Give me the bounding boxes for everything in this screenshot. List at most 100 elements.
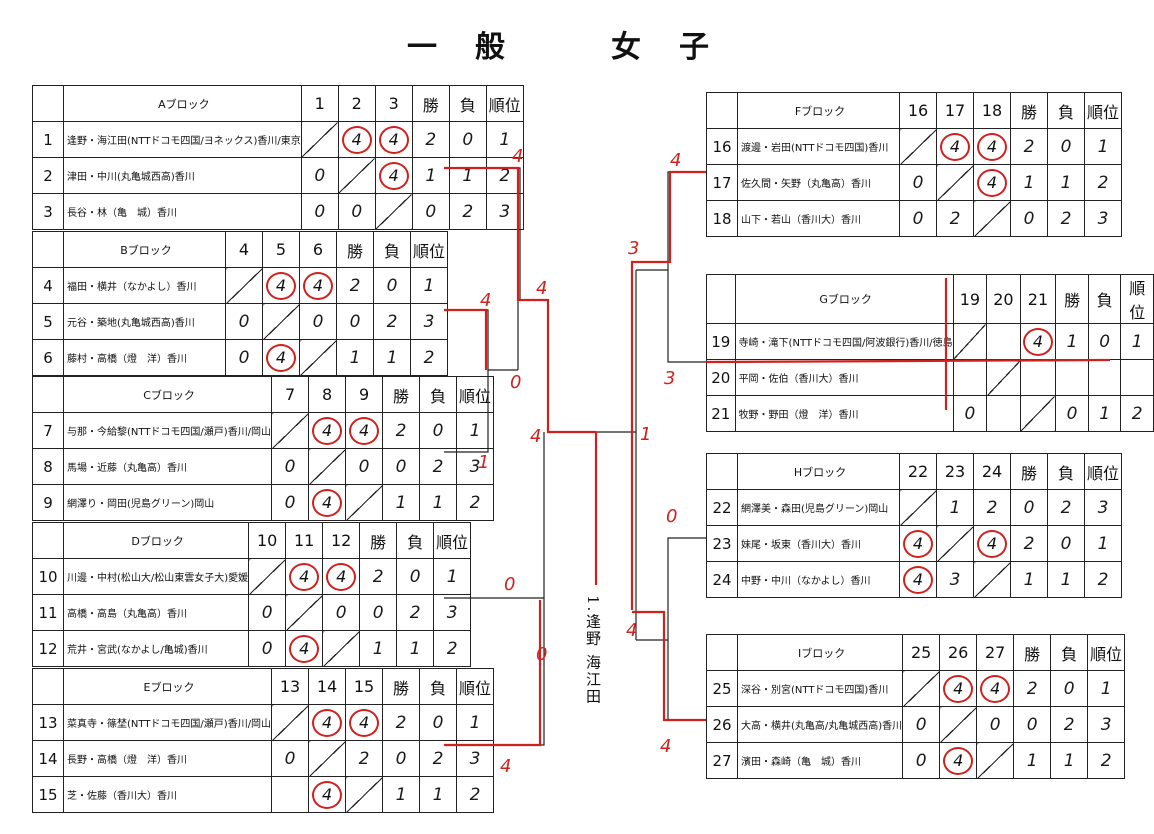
score-value: 0: [964, 403, 976, 424]
win-header: 勝: [336, 231, 374, 268]
loss-value: 1: [1063, 750, 1075, 771]
pair-name: 佐久間・矢野（丸亀高）香川: [737, 164, 900, 201]
win-value: 1: [1066, 331, 1078, 352]
win-value: 2: [1023, 136, 1035, 157]
rank-cell: 3: [1084, 200, 1122, 237]
rank-cell: 2: [456, 484, 495, 521]
result-cell: [300, 121, 339, 158]
loss-cell: 2: [396, 594, 435, 631]
circled-win-score: 4: [349, 708, 380, 737]
score-value: 0: [358, 456, 370, 477]
win-value: 0: [1066, 403, 1078, 424]
score-value: 0: [915, 714, 927, 735]
loss-value: 2: [432, 456, 444, 477]
bracket-score: 0: [504, 574, 516, 595]
win-value: 1: [1026, 750, 1038, 771]
result-cell: [262, 303, 300, 340]
rank-value: 2: [469, 784, 481, 805]
win-value: 0: [1023, 208, 1035, 229]
score-value: 0: [335, 602, 347, 623]
block-name: Eブロック: [62, 668, 273, 705]
loss-cell: 1: [373, 339, 411, 376]
bracket-lines-red: [444, 166, 1111, 747]
rank-value: 3: [469, 456, 481, 477]
column-number: 11: [285, 522, 324, 559]
win-value: 2: [349, 275, 361, 296]
loss-value: 1: [1099, 403, 1111, 424]
bracket-score: 3: [664, 368, 676, 389]
rank-header: 順位: [1087, 634, 1126, 671]
win-value: 0: [349, 311, 361, 332]
win-value: 2: [425, 129, 437, 150]
loss-value: 1: [1060, 569, 1072, 590]
player-number: 6: [32, 339, 64, 376]
rank-header: 順位: [1084, 92, 1122, 129]
score-value: 0: [261, 602, 273, 623]
circled-win-score: 4: [289, 562, 320, 591]
rank-cell: 3: [410, 303, 448, 340]
loss-header: 負: [448, 85, 487, 122]
win-cell: 0: [336, 303, 374, 340]
rank-cell: 1: [433, 558, 472, 595]
result-cell: 0: [899, 200, 937, 237]
win-cell: 1: [1013, 742, 1052, 779]
rank-value: 3: [499, 201, 511, 222]
result-cell: [936, 164, 974, 201]
circled-win-score: 4: [378, 125, 409, 154]
loss-value: 1: [432, 492, 444, 513]
loss-value: 0: [462, 129, 474, 150]
circled-win-score: 4: [312, 488, 343, 517]
circled-win-score: 4: [266, 343, 296, 372]
result-cell: 4: [374, 157, 413, 194]
pair-name: 高橋・高島（丸亀高）香川: [62, 594, 250, 631]
result-cell: [308, 448, 347, 485]
circled-win-score: 4: [977, 529, 1007, 558]
loss-cell: 0: [1047, 128, 1085, 165]
loss-cell: 2: [448, 193, 487, 230]
rank-value: 2: [446, 638, 458, 659]
pair-name: 元谷・築地(丸亀城西高)香川: [63, 303, 226, 340]
rank-cell: 1: [485, 121, 524, 158]
result-cell: [285, 594, 324, 631]
loss-value: 1: [409, 638, 421, 659]
rank-cell: 1: [456, 704, 495, 741]
loss-value: 2: [1060, 208, 1072, 229]
pair-name: 与那・今給黎(NTTドコモ四国/瀬戸)香川/岡山: [62, 412, 273, 449]
player-number: 20: [706, 359, 736, 396]
rank-cell: 1: [1087, 670, 1126, 707]
win-value: 1: [372, 638, 384, 659]
result-cell: [976, 742, 1015, 779]
rank-value: 2: [1097, 172, 1109, 193]
win-value: 2: [1026, 678, 1038, 699]
result-cell: 4: [973, 164, 1011, 201]
rank-value: 3: [423, 311, 435, 332]
result-cell: 0: [952, 395, 988, 432]
win-value: 2: [395, 712, 407, 733]
result-cell: [973, 561, 1011, 598]
loss-value: 2: [409, 602, 421, 623]
bracket-score: 4: [670, 150, 682, 171]
loss-value: 1: [462, 165, 474, 186]
circled-win-score: 4: [289, 634, 320, 663]
loss-cell: 1: [1087, 395, 1122, 432]
loss-value: 1: [386, 347, 398, 368]
rank-value: 1: [469, 420, 481, 441]
win-cell: 2: [411, 121, 450, 158]
score-value: 0: [314, 165, 326, 186]
win-cell: 0: [1013, 706, 1052, 743]
loss-cell: 1: [419, 484, 458, 521]
loss-value: 0: [432, 712, 444, 733]
score-value: 0: [314, 201, 326, 222]
